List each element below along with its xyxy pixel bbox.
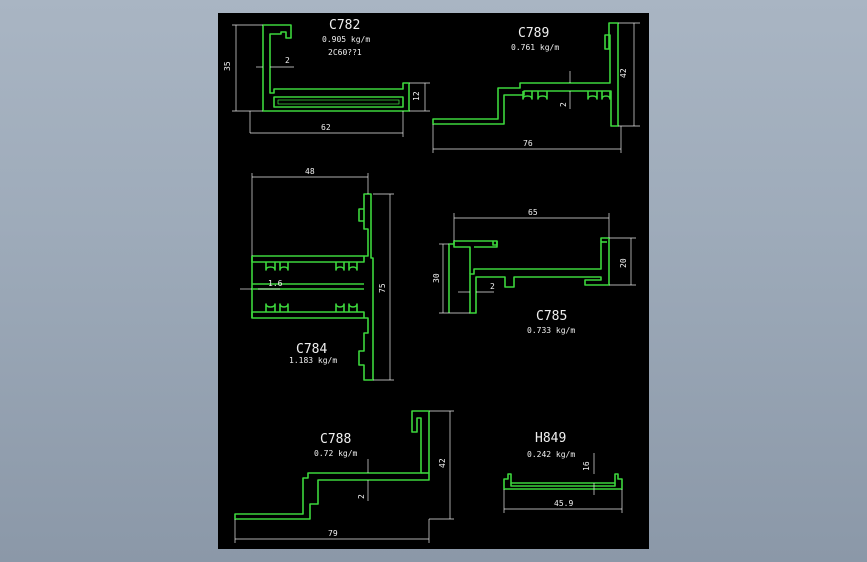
profile-c788: C788 0.72 kg/m 42 2 79 (234, 410, 454, 543)
c789-groove-right (587, 91, 611, 100)
c788-outline (234, 410, 430, 520)
c782-chamber (273, 96, 404, 108)
c784-weight: 1.183 kg/m (289, 356, 337, 365)
c789-groove-left (522, 91, 548, 100)
c785-dim-width: 65 (528, 208, 538, 217)
profile-c789: C789 0.761 kg/m 42 2 76 (432, 22, 640, 153)
c789-dim-height: 42 (619, 68, 628, 78)
c784-dim-height: 75 (378, 283, 387, 293)
c785-dim-height-right: 20 (619, 258, 628, 268)
c785-weight: 0.733 kg/m (527, 326, 575, 335)
c785-dim-wall: 2 (490, 282, 495, 291)
c788-dim-height: 42 (438, 458, 447, 468)
c782-dim-depth: 12 (412, 91, 421, 101)
h849-inner (510, 483, 616, 487)
h849-weight: 0.242 kg/m (527, 450, 575, 459)
c784-outline (251, 193, 374, 381)
profile-c782: C782 0.905 kg/m 2C60??1 35 2 12 62 (223, 18, 430, 137)
c784-dim-wall: 1.6 (268, 279, 283, 288)
c782-dim-wall: 2 (285, 56, 290, 65)
c789-outline (432, 22, 619, 127)
c784-top-wall (251, 256, 365, 263)
profile-h849: H849 0.242 kg/m 16 45.9 (503, 431, 623, 513)
h849-dim-height: 16 (582, 461, 591, 471)
c789-dim-width: 76 (523, 139, 533, 148)
c788-code: C788 (320, 432, 351, 447)
c789-weight: 0.761 kg/m (511, 43, 559, 52)
c782-dim-width: 62 (321, 123, 331, 132)
c784-grooves-bottom (265, 303, 358, 312)
c788-dim-width: 79 (328, 529, 338, 538)
c785-dim-height-left: 30 (432, 273, 441, 283)
drawing-canvas: C782 0.905 kg/m 2C60??1 35 2 12 62 C789 … (223, 18, 640, 543)
c789-code: C789 (518, 26, 549, 41)
c785-code: C785 (536, 309, 567, 324)
c789-dim-wall: 2 (559, 102, 568, 107)
c785-outline (448, 237, 610, 314)
c782-code: C782 (329, 18, 360, 33)
c782-outline (262, 24, 410, 112)
c788-dim-wall: 2 (357, 494, 366, 499)
c782-chamber-inner (277, 99, 400, 105)
c784-code: C784 (296, 342, 327, 357)
h849-dim-width: 45.9 (554, 499, 573, 508)
c784-grooves-top (265, 262, 358, 271)
c785-top-flange (453, 241, 498, 274)
h849-code: H849 (535, 431, 566, 446)
c788-weight: 0.72 kg/m (314, 449, 358, 458)
c782-note: 2C60??1 (328, 48, 362, 57)
c782-weight: 0.905 kg/m (322, 35, 370, 44)
c784-bottom-wall (251, 311, 365, 318)
profile-c785: 65 30 2 20 C785 0.733 kg/m (432, 208, 636, 335)
c782-dim-height: 35 (223, 61, 232, 71)
c784-dim-width: 48 (305, 167, 315, 176)
profile-c784: 48 1.6 75 C784 1.183 kg/m (240, 167, 394, 381)
drawing-sheet: C782 0.905 kg/m 2C60??1 35 2 12 62 C789 … (218, 13, 649, 549)
